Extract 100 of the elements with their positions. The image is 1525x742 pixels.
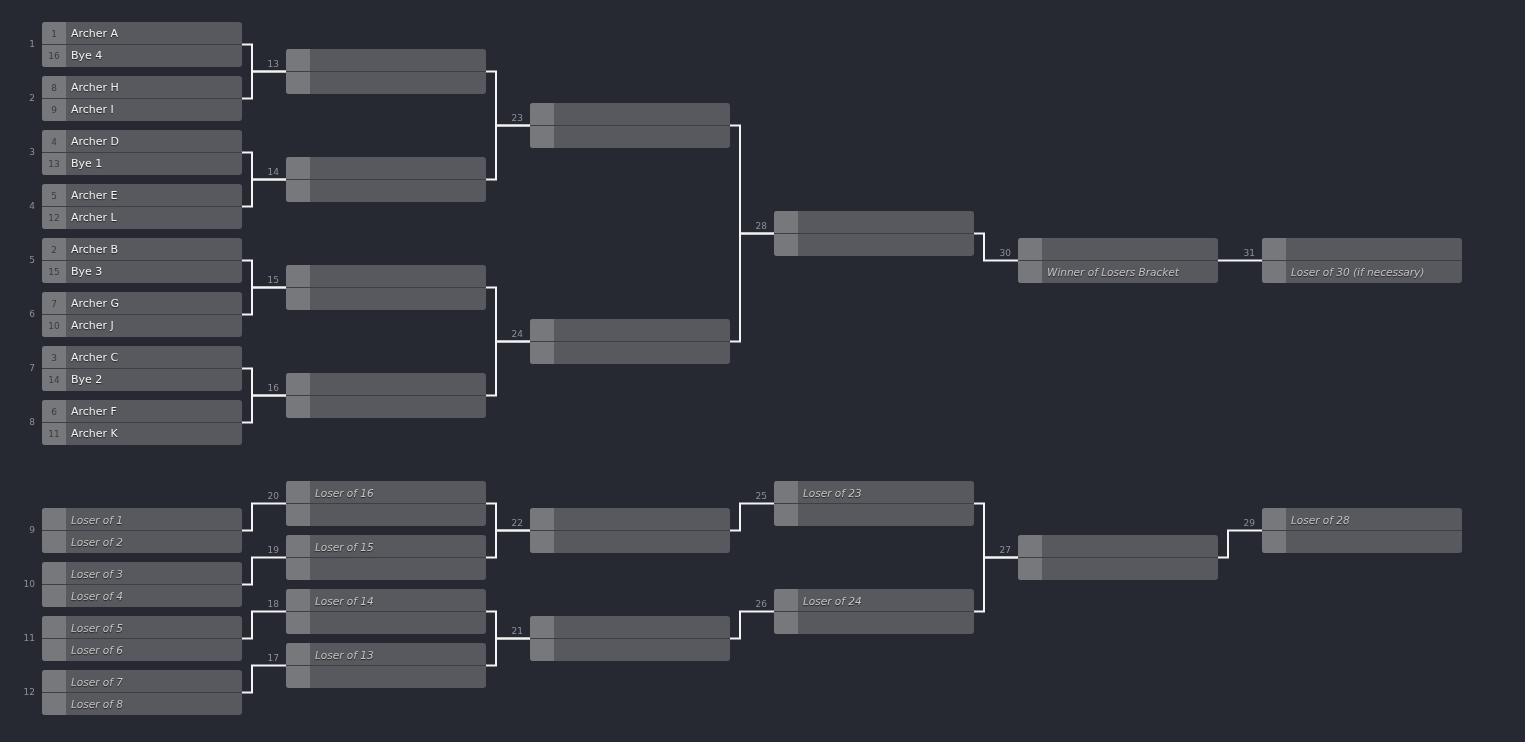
match-box: [774, 211, 974, 256]
seed-number: 16: [47, 50, 61, 64]
match-number: 13: [267, 58, 279, 70]
match-number: 14: [267, 166, 279, 178]
bracket-line: [485, 340, 531, 397]
match-number: 21: [511, 625, 523, 637]
match-box: [286, 49, 486, 94]
seed-number: 3: [50, 351, 58, 365]
bracket-line: [729, 610, 775, 640]
bracket-line: [973, 232, 1019, 262]
match-box: [286, 643, 486, 688]
bracket-line: [241, 286, 287, 316]
bracket-line: [241, 556, 287, 586]
match-number: 30: [999, 247, 1011, 259]
placeholder-text: Loser of 7: [71, 674, 123, 689]
seed-number: 6: [50, 405, 58, 419]
match-number: 10: [23, 578, 35, 590]
bracket-line: [485, 124, 531, 181]
match-number: 7: [29, 362, 35, 374]
match-box: [42, 130, 242, 175]
bracket-line: [241, 178, 287, 208]
match-box: [1262, 508, 1462, 553]
match-box: [42, 238, 242, 283]
match-number: 28: [755, 220, 767, 232]
bracket-line: [1217, 529, 1263, 559]
match-box: [286, 373, 486, 418]
player-name: Archer F: [71, 404, 117, 419]
match-number: 3: [29, 146, 35, 158]
placeholder-text: Loser of 5: [71, 620, 123, 635]
bracket-line: [241, 502, 287, 532]
player-name: Bye 2: [71, 373, 103, 388]
player-name: Bye 4: [71, 49, 103, 64]
seed-number: 2: [50, 243, 58, 257]
seed-number: 1: [50, 27, 58, 41]
match-box: [1262, 238, 1462, 283]
placeholder-text: Loser of 8: [71, 697, 123, 712]
placeholder-text: Loser of 16: [315, 485, 374, 500]
match-box: [42, 76, 242, 121]
match-number: 9: [29, 524, 35, 536]
match-box: [286, 589, 486, 634]
player-name: Archer K: [71, 427, 118, 442]
placeholder-text: Loser of 1: [71, 512, 123, 527]
player-name: Archer H: [71, 80, 119, 95]
match-number: 19: [267, 544, 279, 556]
bracket-line: [1217, 259, 1263, 262]
match-number: 24: [511, 328, 523, 340]
match-box: [774, 481, 974, 526]
placeholder-text: Loser of 13: [315, 647, 374, 662]
player-name: Archer E: [71, 188, 118, 203]
match-number: 5: [29, 254, 35, 266]
placeholder-text: Loser of 15: [315, 539, 374, 554]
seed-number: 11: [47, 428, 61, 442]
match-box: [286, 265, 486, 310]
placeholder-text: Loser of 4: [71, 589, 123, 604]
match-number: 8: [29, 416, 35, 428]
match-box: [774, 589, 974, 634]
player-name: Archer B: [71, 242, 119, 257]
match-number: 27: [999, 544, 1011, 556]
player-name: Archer J: [71, 319, 114, 334]
match-box: [42, 670, 242, 715]
placeholder-text: Loser of 14: [315, 593, 374, 608]
seed-number: 13: [47, 158, 61, 172]
match-box: [286, 481, 486, 526]
placeholder-text: Loser of 30 (if necessary): [1291, 265, 1425, 280]
match-box: [42, 400, 242, 445]
match-box: [286, 157, 486, 202]
player-name: Bye 3: [71, 265, 103, 280]
seed-number: 15: [47, 266, 61, 280]
seed-number: 10: [47, 320, 61, 334]
seed-number: 14: [47, 374, 61, 388]
match-number: 6: [29, 308, 35, 320]
seed-number: 7: [50, 297, 58, 311]
match-box: [530, 616, 730, 661]
seed-number: 8: [50, 81, 58, 95]
player-name: Archer G: [71, 296, 120, 311]
player-name: Archer A: [71, 26, 119, 41]
placeholder-text: Loser of 2: [71, 535, 123, 550]
match-box: [42, 292, 242, 337]
match-box: [286, 535, 486, 580]
match-number: 4: [29, 200, 35, 212]
player-name: Archer L: [71, 211, 117, 226]
match-number: 29: [1243, 517, 1255, 529]
match-number: 2: [29, 92, 35, 104]
match-box: [42, 22, 242, 67]
match-number: 25: [755, 490, 767, 502]
bracket-line: [485, 529, 531, 559]
bracket-line: [729, 502, 775, 532]
bracket-line: [241, 70, 287, 100]
placeholder-text: Loser of 28: [1291, 512, 1350, 527]
match-box: [530, 319, 730, 364]
bracket-line: [973, 556, 1019, 613]
match-number: 18: [267, 598, 279, 610]
seed-number: 5: [50, 189, 58, 203]
placeholder-text: Loser of 3: [71, 566, 123, 581]
match-box: [42, 346, 242, 391]
bracket-line: [241, 394, 287, 424]
match-number: 11: [23, 632, 35, 644]
bracket-line: [729, 232, 775, 343]
placeholder-text: Loser of 24: [803, 593, 862, 608]
match-number: 16: [267, 382, 279, 394]
